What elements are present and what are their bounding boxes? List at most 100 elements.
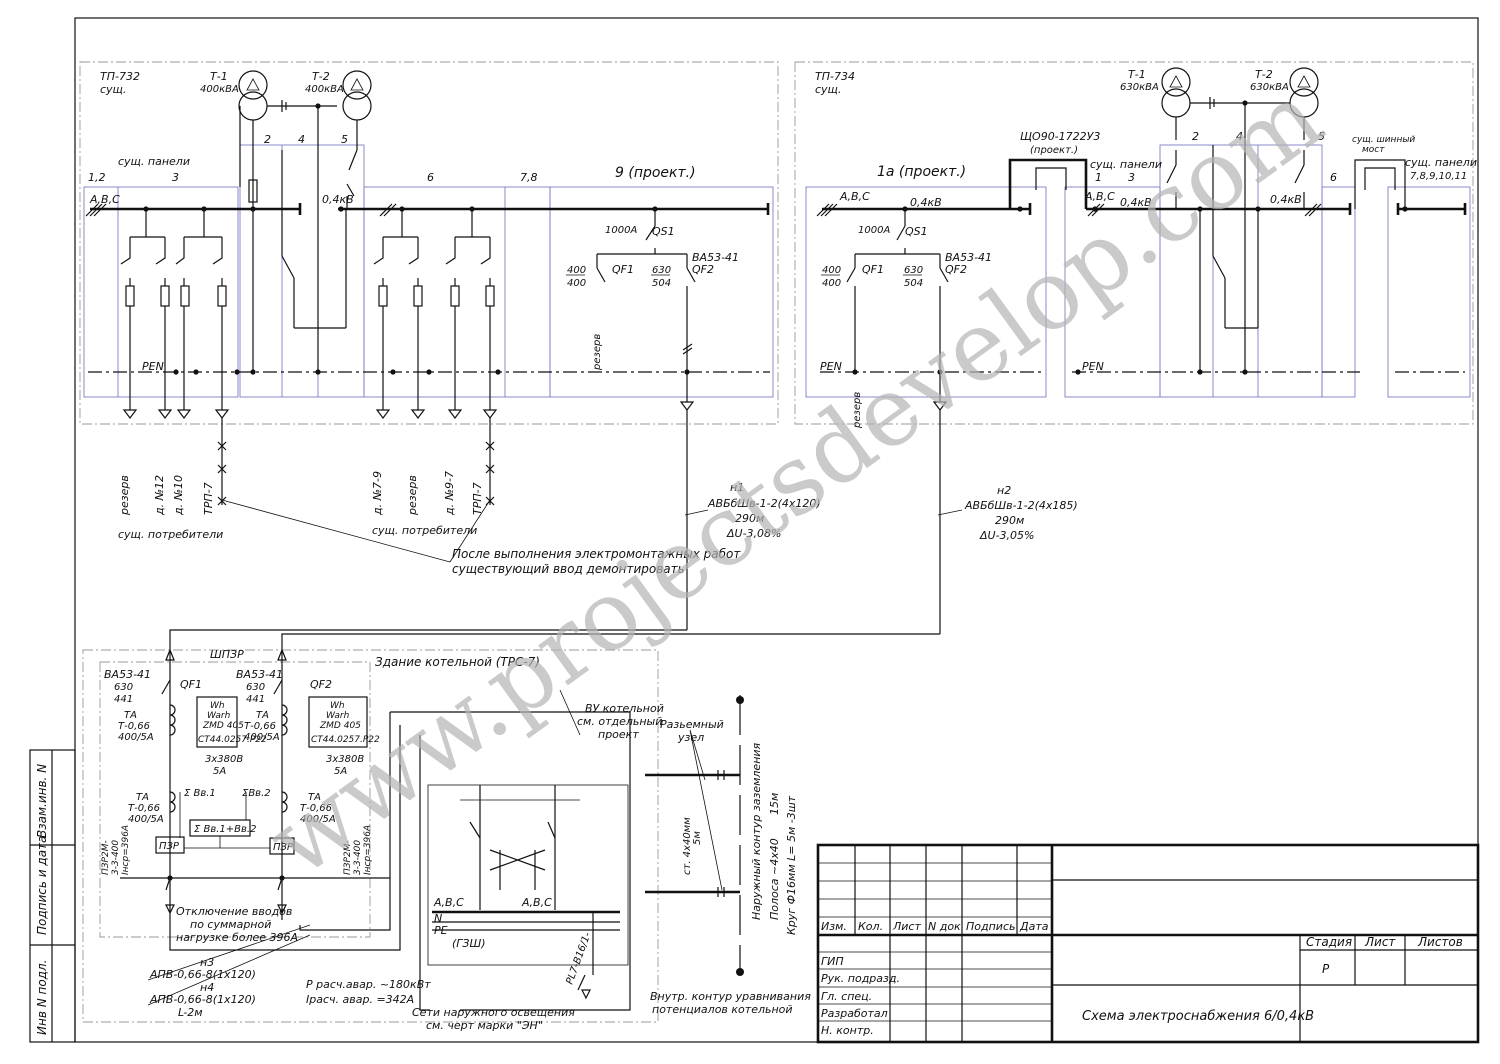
boiler-ta4: ТА	[308, 792, 321, 803]
boiler-ta2-type: Т-0,66	[244, 721, 276, 732]
tp732-voltage: 0,4кВ	[322, 193, 354, 206]
tp732-panel-4: 4	[298, 133, 305, 146]
cable-n2: н2	[997, 484, 1011, 497]
tp732-consumers-1: сущ. потребители	[118, 528, 223, 541]
tp734-pen: PEN	[820, 360, 842, 373]
boiler-ta3-type: Т-0,66	[128, 803, 160, 814]
boiler-ta3: ТА	[136, 792, 149, 803]
boiler-shpzr: ШПЗР	[210, 648, 244, 661]
stamp-role-head: Рук. подразд.	[821, 972, 900, 985]
stamp-ndok: N док	[928, 920, 961, 933]
tp732-block	[79, 61, 779, 630]
cable-n4: н4	[200, 981, 214, 994]
tp734-qs1: QS1	[905, 225, 928, 238]
tp734-t1-power: 630кВА	[1120, 82, 1159, 93]
boiler-sum2: ΣВв.2	[242, 788, 271, 799]
tp732-feeder-4: ТРП-7	[202, 482, 215, 515]
tp734-qf1-den: 400	[822, 278, 841, 289]
boiler-breaker-type-2: ВА53-41	[236, 668, 283, 681]
tp734-qf2: QF2	[945, 263, 967, 276]
cable-n2-du: ΔU-3,05%	[979, 529, 1035, 542]
tp734-panel-5: 5	[1318, 130, 1325, 143]
boiler-disc2: по суммарной	[190, 918, 271, 931]
tp734-qf1-num: 400	[822, 265, 841, 276]
boiler-qf2: QF2	[310, 678, 332, 691]
tp732-pen: PEN	[142, 360, 164, 373]
stamp-role-author: Разработал	[821, 1007, 888, 1020]
tp734-block	[794, 61, 1474, 634]
boiler-vu1: ВУ котельной	[585, 702, 664, 715]
tp734-panel-6: 6	[1330, 171, 1337, 184]
boiler-meter1-1: Wh	[210, 701, 225, 711]
boiler-meter2-1: Wh	[330, 701, 345, 711]
boiler-disc1: Отключение вводов	[176, 905, 292, 918]
tp734-name: ТП-734	[815, 70, 855, 83]
tp734-qf1: QF1	[862, 263, 884, 276]
stamp-role-control: Н. контр.	[821, 1024, 874, 1037]
tp732-qs1-rating: 1000А	[605, 225, 637, 236]
boiler-meter2-2: Warh	[326, 711, 350, 721]
boiler-meter2-3: ZMD 405	[319, 721, 361, 731]
tp732-fuses	[125, 285, 495, 307]
boiler-ta1-ratio: 400/5А	[118, 732, 154, 743]
cable-n3-type: АПВ-0,66-8(1х120)	[149, 968, 256, 981]
boiler-meter2-a: 5А	[334, 766, 347, 777]
tp732-consumers-2: сущ. потребители	[372, 524, 477, 537]
boiler-pzr1-type: ПЗР2М-	[101, 840, 111, 875]
tp734-t2-name: Т-2	[1255, 68, 1273, 81]
boiler-outdoor1: Сети наружного освещения	[412, 1006, 575, 1019]
tp734-qf2-den: 504	[904, 278, 923, 289]
boiler-inner1: Внутр. контур уравнивания	[650, 990, 811, 1003]
boiler-pzr2-type: ПЗР2М-	[343, 840, 353, 875]
tp734-panels-right: 7,8,9,10,11	[1410, 171, 1467, 182]
tp734-pen-2: PEN	[1082, 360, 1104, 373]
boiler-ta1-type: Т-0,66	[118, 721, 150, 732]
tp734-cabinet: ЩО90-1722У3	[1020, 130, 1100, 143]
cable-n2-len: 290м	[995, 514, 1024, 527]
boiler-pzr1: ПЗР	[159, 841, 180, 852]
tp734-t2-power: 630кВА	[1250, 82, 1289, 93]
boiler-qf1: QF1	[180, 678, 202, 691]
cable-n1: н1	[730, 481, 744, 494]
tp732-feeder-6: резерв	[406, 475, 419, 516]
tp732-t1-name: Т-1	[210, 70, 228, 83]
boiler-br2-den: 441	[246, 694, 265, 705]
boiler-abc: А,В,С	[433, 896, 464, 909]
note-line-1: После выполнения электромонтажных работ	[452, 547, 741, 561]
tp732-qf1-num: 400	[567, 265, 586, 276]
boiler-vu2: см. отдельный	[577, 715, 662, 728]
boiler-pzr2-type3: Iнср=396А	[363, 825, 373, 875]
tp732-t2-name: Т-2	[312, 70, 330, 83]
tp732-panel-78: 7,8	[520, 171, 538, 184]
stamp-sheets-label: Листов	[1417, 935, 1463, 949]
tp732-panel-6: 6	[427, 171, 434, 184]
tp732-qf2-num: 630	[652, 265, 671, 276]
tp732-name: ТП-732	[100, 70, 140, 83]
tp734-new-panel: 1а (проект.)	[877, 164, 966, 180]
tp732-new-panel: 9 (проект.)	[615, 165, 696, 181]
tp732-t2-power: 400кВА	[305, 84, 344, 95]
tp732-panel-5: 5	[341, 133, 348, 146]
boiler-split1: Разьемный	[660, 718, 724, 731]
tp734-panel-1: 1	[1095, 171, 1102, 184]
tp734-breaker-type: ВА53-41	[945, 251, 992, 264]
tp734-panels-label: сущ. панели	[1090, 158, 1162, 171]
note-line-2: существующий ввод демонтировать	[452, 562, 685, 576]
boiler-strip: ст. 4х40мм	[682, 817, 693, 875]
boiler-meter1-2: Warh	[207, 711, 231, 721]
side-stamp-3: Взам.инв. N	[35, 764, 49, 838]
boiler-ta1: ТА	[124, 710, 137, 721]
boiler-meter1-3: ZMD 405	[202, 721, 244, 731]
stamp-izm: Изм.	[821, 920, 847, 933]
tp734-busbar2: мост	[1362, 145, 1385, 155]
tp734-qf2-num: 630	[904, 265, 923, 276]
boiler-ta4-ratio: 400/5А	[300, 814, 336, 825]
boiler-pzr1-type3: Iнср=396А	[121, 825, 131, 875]
stamp-data: Дата	[1019, 920, 1049, 933]
boiler-ta2: ТА	[256, 710, 269, 721]
tp734-voltage-3: 0,4кВ	[1270, 193, 1302, 206]
boiler-ground2b: 15м	[768, 793, 781, 815]
boiler-ta3-ratio: 400/5А	[128, 814, 164, 825]
